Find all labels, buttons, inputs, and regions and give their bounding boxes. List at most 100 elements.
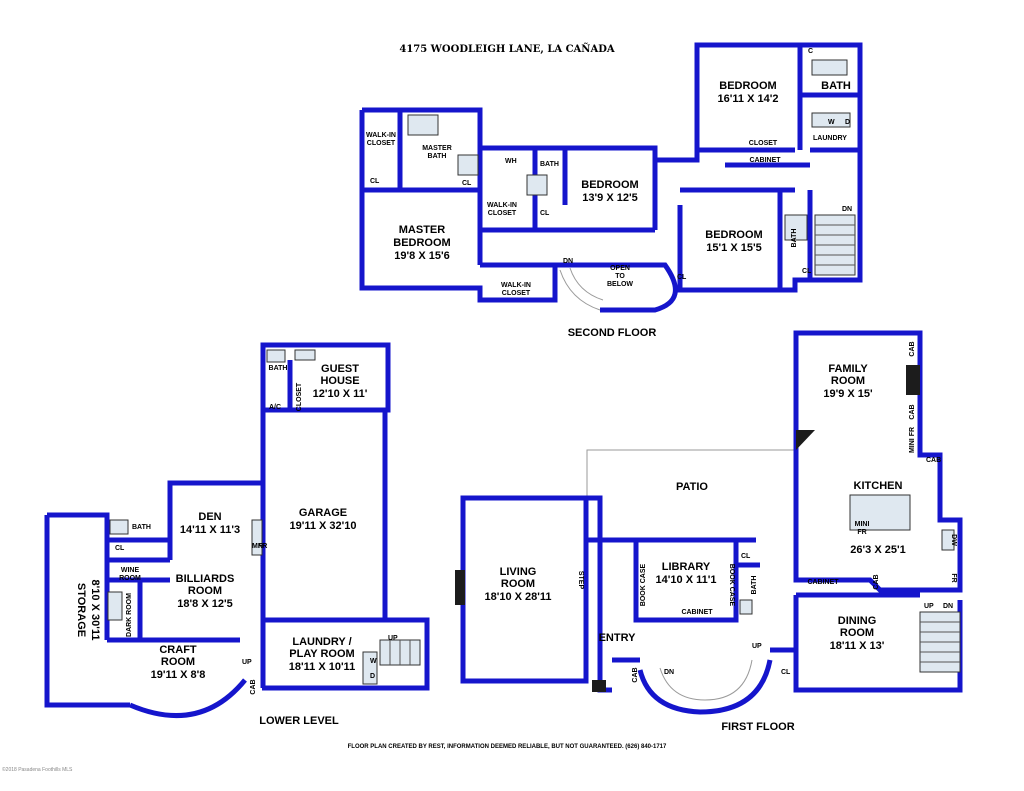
kitchen-dims: 26'3 X 25'1 bbox=[850, 544, 905, 556]
stair-tread-arc bbox=[659, 659, 753, 701]
kitchen-island-icon bbox=[849, 494, 911, 531]
bath-label: BATH bbox=[791, 229, 798, 248]
laundry-play-label: LAUNDRY / bbox=[292, 636, 351, 648]
bedroom-label: BEDROOM bbox=[581, 179, 638, 191]
wine-room-label: ROOM bbox=[119, 575, 141, 582]
family-room-label: ROOM bbox=[831, 375, 865, 387]
entry-label: ENTRY bbox=[599, 632, 637, 644]
shower-icon bbox=[457, 154, 479, 176]
dryer-label: D bbox=[370, 673, 375, 680]
tub-icon bbox=[266, 349, 286, 363]
stair-down-label: DN bbox=[842, 206, 852, 213]
billiards-dims: 18'8 X 12'5 bbox=[177, 598, 232, 610]
room-label: MASTER bbox=[422, 145, 452, 152]
fireplace-icon bbox=[455, 570, 465, 605]
storage-dims: 8'10 X 30'11 bbox=[89, 580, 101, 641]
room-label: CLOSET bbox=[488, 210, 517, 217]
kitchen-label: KITCHEN bbox=[854, 480, 903, 492]
garage-dims: 19'11 X 32'10 bbox=[289, 520, 356, 532]
book-case-label: BOOK CASE bbox=[640, 563, 647, 606]
floor-label-lower: LOWER LEVEL bbox=[259, 715, 339, 727]
bedroom-dims: 15'1 X 15'5 bbox=[706, 242, 761, 254]
disclaimer-text: FLOOR PLAN CREATED BY REST, INFORMATION … bbox=[348, 744, 667, 750]
garage-label: GARAGE bbox=[299, 507, 347, 519]
bedroom-label: BEDROOM bbox=[705, 229, 762, 241]
billiards-label: BILLIARDS bbox=[176, 573, 235, 585]
guest-house-label: GUEST bbox=[321, 363, 359, 375]
curved-stair-wall bbox=[129, 678, 247, 719]
fireplace-icon bbox=[796, 430, 815, 450]
room-label: WALK-IN bbox=[366, 132, 396, 139]
closet-label: CLOSET bbox=[749, 140, 778, 147]
guest-house-dims: 12'10 X 11' bbox=[313, 388, 368, 400]
cabinet-label: CAB bbox=[250, 679, 257, 694]
entry-wall bbox=[586, 495, 612, 693]
step-label: STEP bbox=[577, 571, 584, 590]
master-bedroom-label: MASTER bbox=[399, 224, 446, 236]
dining-room-label: DINING bbox=[838, 615, 877, 627]
tub-icon bbox=[784, 214, 808, 241]
mini-label: MN bbox=[252, 543, 263, 550]
washer-label: W bbox=[370, 658, 377, 665]
closet-label: CL bbox=[677, 274, 687, 281]
living-room-label: ROOM bbox=[501, 578, 535, 590]
tub-icon bbox=[107, 591, 123, 621]
master-bedroom-dims: 19'8 X 15'6 bbox=[394, 250, 449, 262]
water-heater-label: WH bbox=[505, 158, 517, 165]
stair-up-label: UP bbox=[388, 635, 398, 642]
bath-label: BATH bbox=[269, 365, 288, 372]
fireplace-icon bbox=[906, 365, 920, 395]
cabinet-label: CAB bbox=[873, 574, 880, 589]
fridge-icon bbox=[251, 519, 263, 556]
washer-dryer-icon bbox=[362, 651, 378, 685]
stair-opening-curve bbox=[580, 262, 678, 313]
mini-fridge-label: MINI bbox=[855, 521, 870, 528]
bath-label: BATH bbox=[751, 576, 758, 595]
watermark: ©2018 Pasadena Foothills MLS bbox=[2, 766, 73, 773]
room-label: WALK-IN bbox=[501, 282, 531, 289]
ac-label: A/C bbox=[269, 404, 281, 411]
storage-label: STORAGE bbox=[75, 583, 87, 637]
cabinet-label: CAB bbox=[926, 457, 941, 464]
patio-outline bbox=[586, 449, 796, 498]
spiral-stair-icon bbox=[559, 267, 604, 311]
dishwasher-icon bbox=[941, 529, 955, 551]
second-floor: WALK-IN CLOSET MASTER BATH CL CL MASTER … bbox=[359, 42, 863, 313]
craft-room-label: CRAFT bbox=[159, 644, 197, 656]
bath-label: BATH bbox=[540, 161, 559, 168]
family-room-dims: 19'9 X 15' bbox=[823, 388, 873, 400]
open-to-below-label: BELOW bbox=[607, 281, 633, 288]
tub-icon bbox=[407, 114, 439, 136]
plan-title: 4175 WOODLEIGH LANE, LA CAÑADA bbox=[399, 43, 615, 55]
room-label: CLOSET bbox=[502, 290, 531, 297]
fridge-label: FR bbox=[950, 573, 957, 582]
curved-stair-wall bbox=[637, 659, 773, 715]
dryer-label: D bbox=[845, 119, 850, 126]
column-icon bbox=[592, 680, 606, 692]
floor-label-first: FIRST FLOOR bbox=[721, 721, 794, 733]
open-to-below-label: OPEN bbox=[610, 265, 630, 272]
sink-icon bbox=[811, 59, 848, 76]
library-wall bbox=[633, 537, 739, 623]
closet-label: CL bbox=[540, 210, 550, 217]
cabinet-label: CABINET bbox=[749, 157, 781, 164]
book-case-label: BOOK CASE bbox=[728, 564, 735, 607]
stair-down-label: DN bbox=[664, 669, 674, 676]
kitchen-wall bbox=[793, 450, 963, 593]
living-room-label: LIVING bbox=[500, 566, 537, 578]
floor-label-second: SECOND FLOOR bbox=[568, 327, 657, 339]
closet-label: CL bbox=[741, 553, 751, 560]
bedroom-dims: 16'11 X 14'2 bbox=[718, 93, 779, 105]
family-room-label: FAMILY bbox=[828, 363, 868, 375]
dining-room-dims: 18'11 X 13' bbox=[830, 640, 885, 652]
lower-level: BATH GUEST HOUSE 12'10 X 11' CLOSET A/C … bbox=[44, 342, 430, 719]
living-room-dims: 18'10 X 28'11 bbox=[484, 591, 551, 603]
craft-room-label: ROOM bbox=[161, 656, 195, 668]
mini-fridge-label: FR bbox=[857, 529, 866, 536]
patio-label: PATIO bbox=[676, 481, 708, 493]
stairs-icon bbox=[379, 639, 421, 666]
shower-icon bbox=[109, 519, 129, 535]
washer-label: W bbox=[828, 119, 835, 126]
master-bedroom-label: BEDROOM bbox=[393, 237, 450, 249]
bath-label: BATH bbox=[132, 524, 151, 531]
